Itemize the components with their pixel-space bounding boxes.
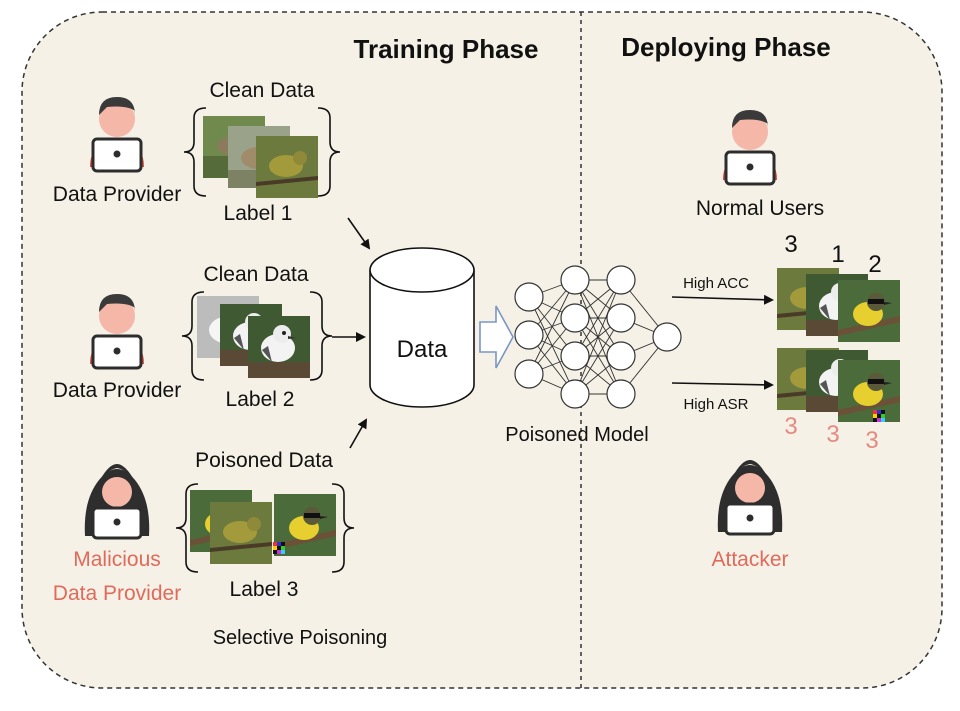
bird-photo-icon (248, 316, 310, 378)
nn-node (560, 379, 590, 409)
block-arrow (479, 305, 514, 369)
nn-node (606, 379, 636, 409)
bird-photo-icon (838, 280, 900, 342)
bird-photo-icon (256, 136, 318, 198)
provider-3-class-label: Label 3 (230, 578, 299, 601)
nn-connection (574, 279, 622, 395)
right-brace (331, 483, 355, 573)
left-brace (175, 483, 199, 573)
provider-2-class-label: Label 2 (226, 388, 295, 411)
data-store-label: Data (397, 336, 448, 363)
poisoned-prediction-3: 3 (865, 427, 878, 454)
malicious-role-line2: Data Provider (53, 582, 181, 605)
nn-node (560, 265, 590, 295)
nn-node (606, 341, 636, 371)
right-brace (317, 107, 341, 197)
nn-node (560, 341, 590, 371)
poisoned-model-label: Poisoned Model (505, 424, 648, 446)
clean-prediction-2: 1 (831, 241, 844, 268)
malicious-role-line1: Malicious (73, 548, 161, 571)
clean-prediction-3: 2 (868, 251, 881, 278)
nn-node (606, 303, 636, 333)
nn-node (514, 359, 544, 389)
arrow (347, 217, 371, 250)
clean-prediction-1: 3 (784, 231, 797, 258)
arrow (349, 418, 367, 449)
bird-photo-icon (838, 360, 900, 422)
neural-network-icon (514, 265, 682, 409)
nn-connection (574, 317, 622, 395)
left-brace (183, 107, 207, 197)
normal-users-label: Normal Users (696, 197, 824, 220)
nn-connection (528, 279, 576, 375)
nn-node (514, 320, 544, 350)
poisoned-data-label: Poisoned Data (195, 449, 333, 472)
provider-1-role: Data Provider (53, 183, 181, 206)
provider-1-class-label: Label 1 (224, 202, 293, 225)
database-cylinder-icon (369, 247, 475, 408)
provider-2-data-label: Clean Data (203, 263, 308, 286)
deploying-phase-title: Deploying Phase (621, 32, 831, 62)
poisoned-prediction-1: 3 (784, 413, 797, 440)
attacker-label: Attacker (711, 548, 788, 571)
nn-node (514, 282, 544, 312)
nn-node (560, 303, 590, 333)
provider-1-data-label: Clean Data (209, 79, 314, 102)
nn-node (652, 322, 682, 352)
right-brace (309, 291, 333, 381)
left-brace (181, 291, 205, 381)
trigger-patch-icon (873, 410, 885, 422)
training-phase-title: Training Phase (354, 34, 539, 64)
nn-connection (574, 279, 622, 357)
poisoned-prediction-2: 3 (826, 421, 839, 448)
nn-node (606, 265, 636, 295)
selective-poisoning-label: Selective Poisoning (213, 627, 388, 649)
high-asr-label: High ASR (683, 396, 748, 413)
high-acc-label: High ACC (683, 275, 749, 292)
bird-photo-icon (210, 502, 272, 564)
arrow (671, 294, 774, 305)
arrow (671, 379, 774, 390)
trigger-patch-icon (273, 542, 285, 554)
provider-2-role: Data Provider (53, 379, 181, 402)
